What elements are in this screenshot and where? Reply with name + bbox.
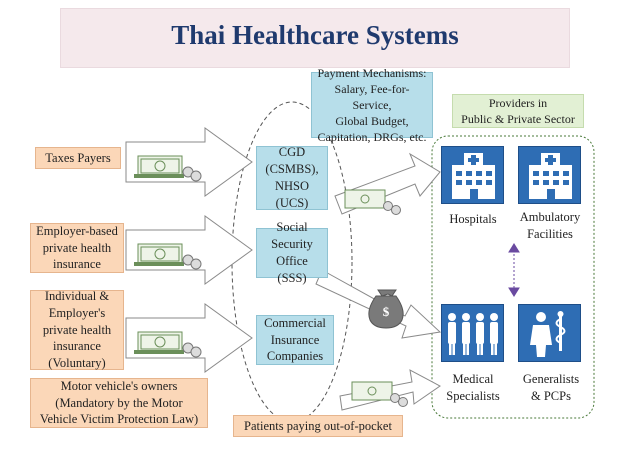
- providers-header: Providers in Public & Private Sector: [452, 94, 584, 128]
- commercial-insurance-box: Commercial Insurance Companies: [256, 315, 334, 365]
- taxes-payers-box: Taxes Payers: [35, 147, 121, 169]
- money-bag-symbol: $: [382, 304, 390, 320]
- payment-mechanisms-box: Payment Mechanisms: Salary, Fee-for-Serv…: [311, 66, 433, 144]
- purchasers-ellipse: [231, 101, 353, 423]
- cash-individual: [134, 331, 202, 358]
- ambulatory-facility-icon: [518, 146, 581, 204]
- employer-based-box: Employer-based private health insurance: [30, 223, 124, 273]
- cash-taxes: [134, 155, 202, 182]
- page-title: Thai Healthcare Systems: [171, 20, 459, 50]
- medical-specialists-label: Medical Specialists: [446, 372, 500, 403]
- arrow-employer: [125, 215, 253, 285]
- arrow-individual: [125, 303, 253, 373]
- title-banner: [60, 8, 570, 68]
- ambulatory-facilities-label: Ambulatory Facilities: [519, 210, 581, 241]
- individual-employer-box: Individual & Employer's private health i…: [30, 289, 124, 370]
- arrow-taxes: [125, 127, 253, 197]
- hospital-icon: [441, 146, 504, 204]
- cash-cgd: [344, 189, 401, 215]
- sss-box: Social Security Office (SSS): [256, 220, 328, 285]
- motor-vehicle-box: Motor vehicle's owners (Mandatory by the…: [30, 378, 208, 428]
- cgd-nhso-box: CGD (CSMBS), NHSO (UCS): [256, 145, 328, 210]
- cash-oop: [351, 381, 408, 407]
- money-bag-icon: [368, 289, 404, 329]
- medical-specialists-icon: [441, 304, 504, 362]
- cash-stacks: [134, 155, 408, 407]
- out-of-pocket-box: Patients paying out-of-pocket: [233, 415, 403, 437]
- providers-container: [431, 135, 595, 419]
- hospitals-label: Hospitals: [449, 211, 497, 226]
- provider-link-arrow: [508, 243, 520, 297]
- generalists-label: Generalists & PCPs: [522, 372, 580, 403]
- generalist-doctor-icon: [518, 304, 581, 362]
- cash-employer: [134, 243, 202, 270]
